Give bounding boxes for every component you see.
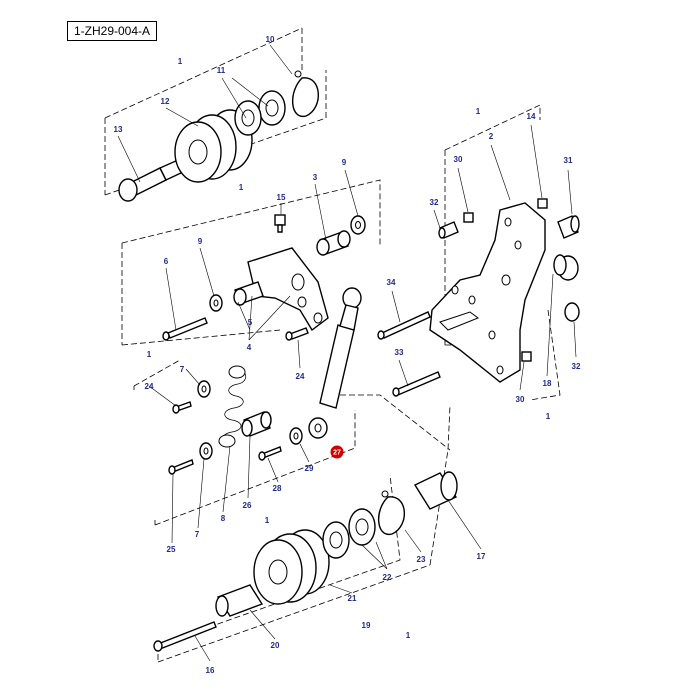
- nut-30-upper: [463, 212, 474, 223]
- callout-17: 17: [477, 552, 486, 561]
- callout-32-upper: 32: [430, 198, 439, 207]
- highlighted-callout-27: 27: [330, 445, 344, 459]
- callout-30-lower: 30: [516, 395, 525, 404]
- highlight-label: 27: [333, 450, 341, 457]
- callout-21: 21: [348, 594, 357, 603]
- bolt-25: [168, 459, 194, 475]
- bolt-24-left: [172, 401, 192, 414]
- spring-8: [218, 365, 247, 448]
- bolt-13: [118, 159, 184, 202]
- pulley-21: [253, 529, 330, 605]
- grease-fitting-15: [274, 214, 286, 233]
- callout-25: 25: [167, 545, 176, 554]
- callout-14: 14: [527, 112, 536, 121]
- callout-23: 23: [417, 555, 426, 564]
- callout-24-left: 24: [145, 382, 154, 391]
- bearing-11: [234, 90, 286, 136]
- bolt-16: [153, 621, 217, 652]
- mounting-plate-2: [429, 202, 546, 383]
- callout-33: 33: [395, 348, 404, 357]
- callout-1-bracket: 1: [239, 183, 244, 192]
- nut-30-lower: [521, 351, 532, 362]
- callout-22: 22: [383, 573, 392, 582]
- callout-15: 15: [277, 193, 286, 202]
- callout-18: 18: [543, 379, 552, 388]
- callout-6: 6: [164, 257, 169, 266]
- bushing-5: [233, 281, 264, 306]
- upper-assembly-frame: [104, 27, 327, 196]
- callout-13: 13: [114, 125, 123, 134]
- tensioner-frame: [133, 359, 356, 526]
- snap-ring-10: [291, 70, 320, 117]
- bushing-31: [557, 215, 580, 239]
- bushing-32-upper: [438, 221, 459, 239]
- callout-3: 3: [313, 173, 318, 182]
- callout-1-upper: 1: [178, 57, 183, 66]
- bushing-26: [241, 411, 272, 437]
- callout-7-lower: 7: [195, 530, 200, 539]
- bolt-24-center: [285, 327, 309, 341]
- leader-lines: [117, 44, 577, 662]
- bolt-28: [258, 446, 282, 461]
- diagram-reference-code: 1-ZH29-004-A: [67, 21, 157, 41]
- callout-29: 29: [305, 464, 314, 473]
- callout-2: 2: [489, 132, 494, 141]
- bracket-4: [247, 247, 329, 332]
- callout-12: 12: [161, 97, 170, 106]
- connector-line: [340, 394, 451, 451]
- callout-1-tensioner: 1: [265, 516, 270, 525]
- bearing-22: [322, 508, 376, 559]
- bolt-33: [392, 371, 441, 397]
- callout-26: 26: [243, 501, 252, 510]
- callout-1-plate: 1: [476, 107, 481, 116]
- callout-24-center: 24: [296, 372, 305, 381]
- callout-31: 31: [564, 156, 573, 165]
- callout-9-lower: 9: [198, 237, 203, 246]
- shock-absorber: [308, 287, 362, 439]
- highlight-marker: [330, 445, 344, 459]
- callout-1-lower: 1: [406, 631, 411, 640]
- roller-18: [553, 254, 579, 281]
- washer-7-lower: [199, 442, 213, 460]
- bushing-20: [215, 584, 264, 617]
- callout-28: 28: [273, 484, 282, 493]
- callout-5: 5: [248, 318, 253, 327]
- callout-8: 8: [221, 514, 226, 523]
- washer-29: [289, 427, 303, 445]
- callout-11: 11: [217, 66, 226, 75]
- callout-10: 10: [266, 35, 275, 44]
- callout-1-plate-lower: 1: [546, 412, 551, 421]
- callout-16: 16: [206, 666, 215, 675]
- washer-9-upper: [350, 215, 366, 235]
- callout-30-upper: 30: [454, 155, 463, 164]
- callout-7-upper: 7: [180, 365, 185, 374]
- callout-20: 20: [271, 641, 280, 650]
- callout-9-upper: 9: [342, 158, 347, 167]
- callout-19: 19: [362, 621, 371, 630]
- bushing-32-lower: [564, 302, 580, 322]
- bolt-6: [162, 317, 208, 341]
- nut-14: [537, 198, 548, 209]
- snap-ring-23: [378, 490, 406, 535]
- bushing-17: [413, 471, 458, 510]
- bracket-assembly-frame: [121, 179, 381, 346]
- washer-9-lower: [209, 294, 223, 312]
- callout-4: 4: [247, 343, 252, 352]
- washer-7-upper: [197, 380, 211, 398]
- callout-34: 34: [387, 278, 396, 287]
- bushing-3: [316, 230, 351, 256]
- callout-1-left: 1: [147, 350, 152, 359]
- callout-labels: 1 10 11 12 13 1 15 3 9 9 6 5 4 1 24 7 24…: [114, 35, 581, 675]
- lower-assembly-frame: [157, 404, 451, 663]
- callout-32-lower: 32: [572, 362, 581, 371]
- bolt-34: [377, 311, 431, 340]
